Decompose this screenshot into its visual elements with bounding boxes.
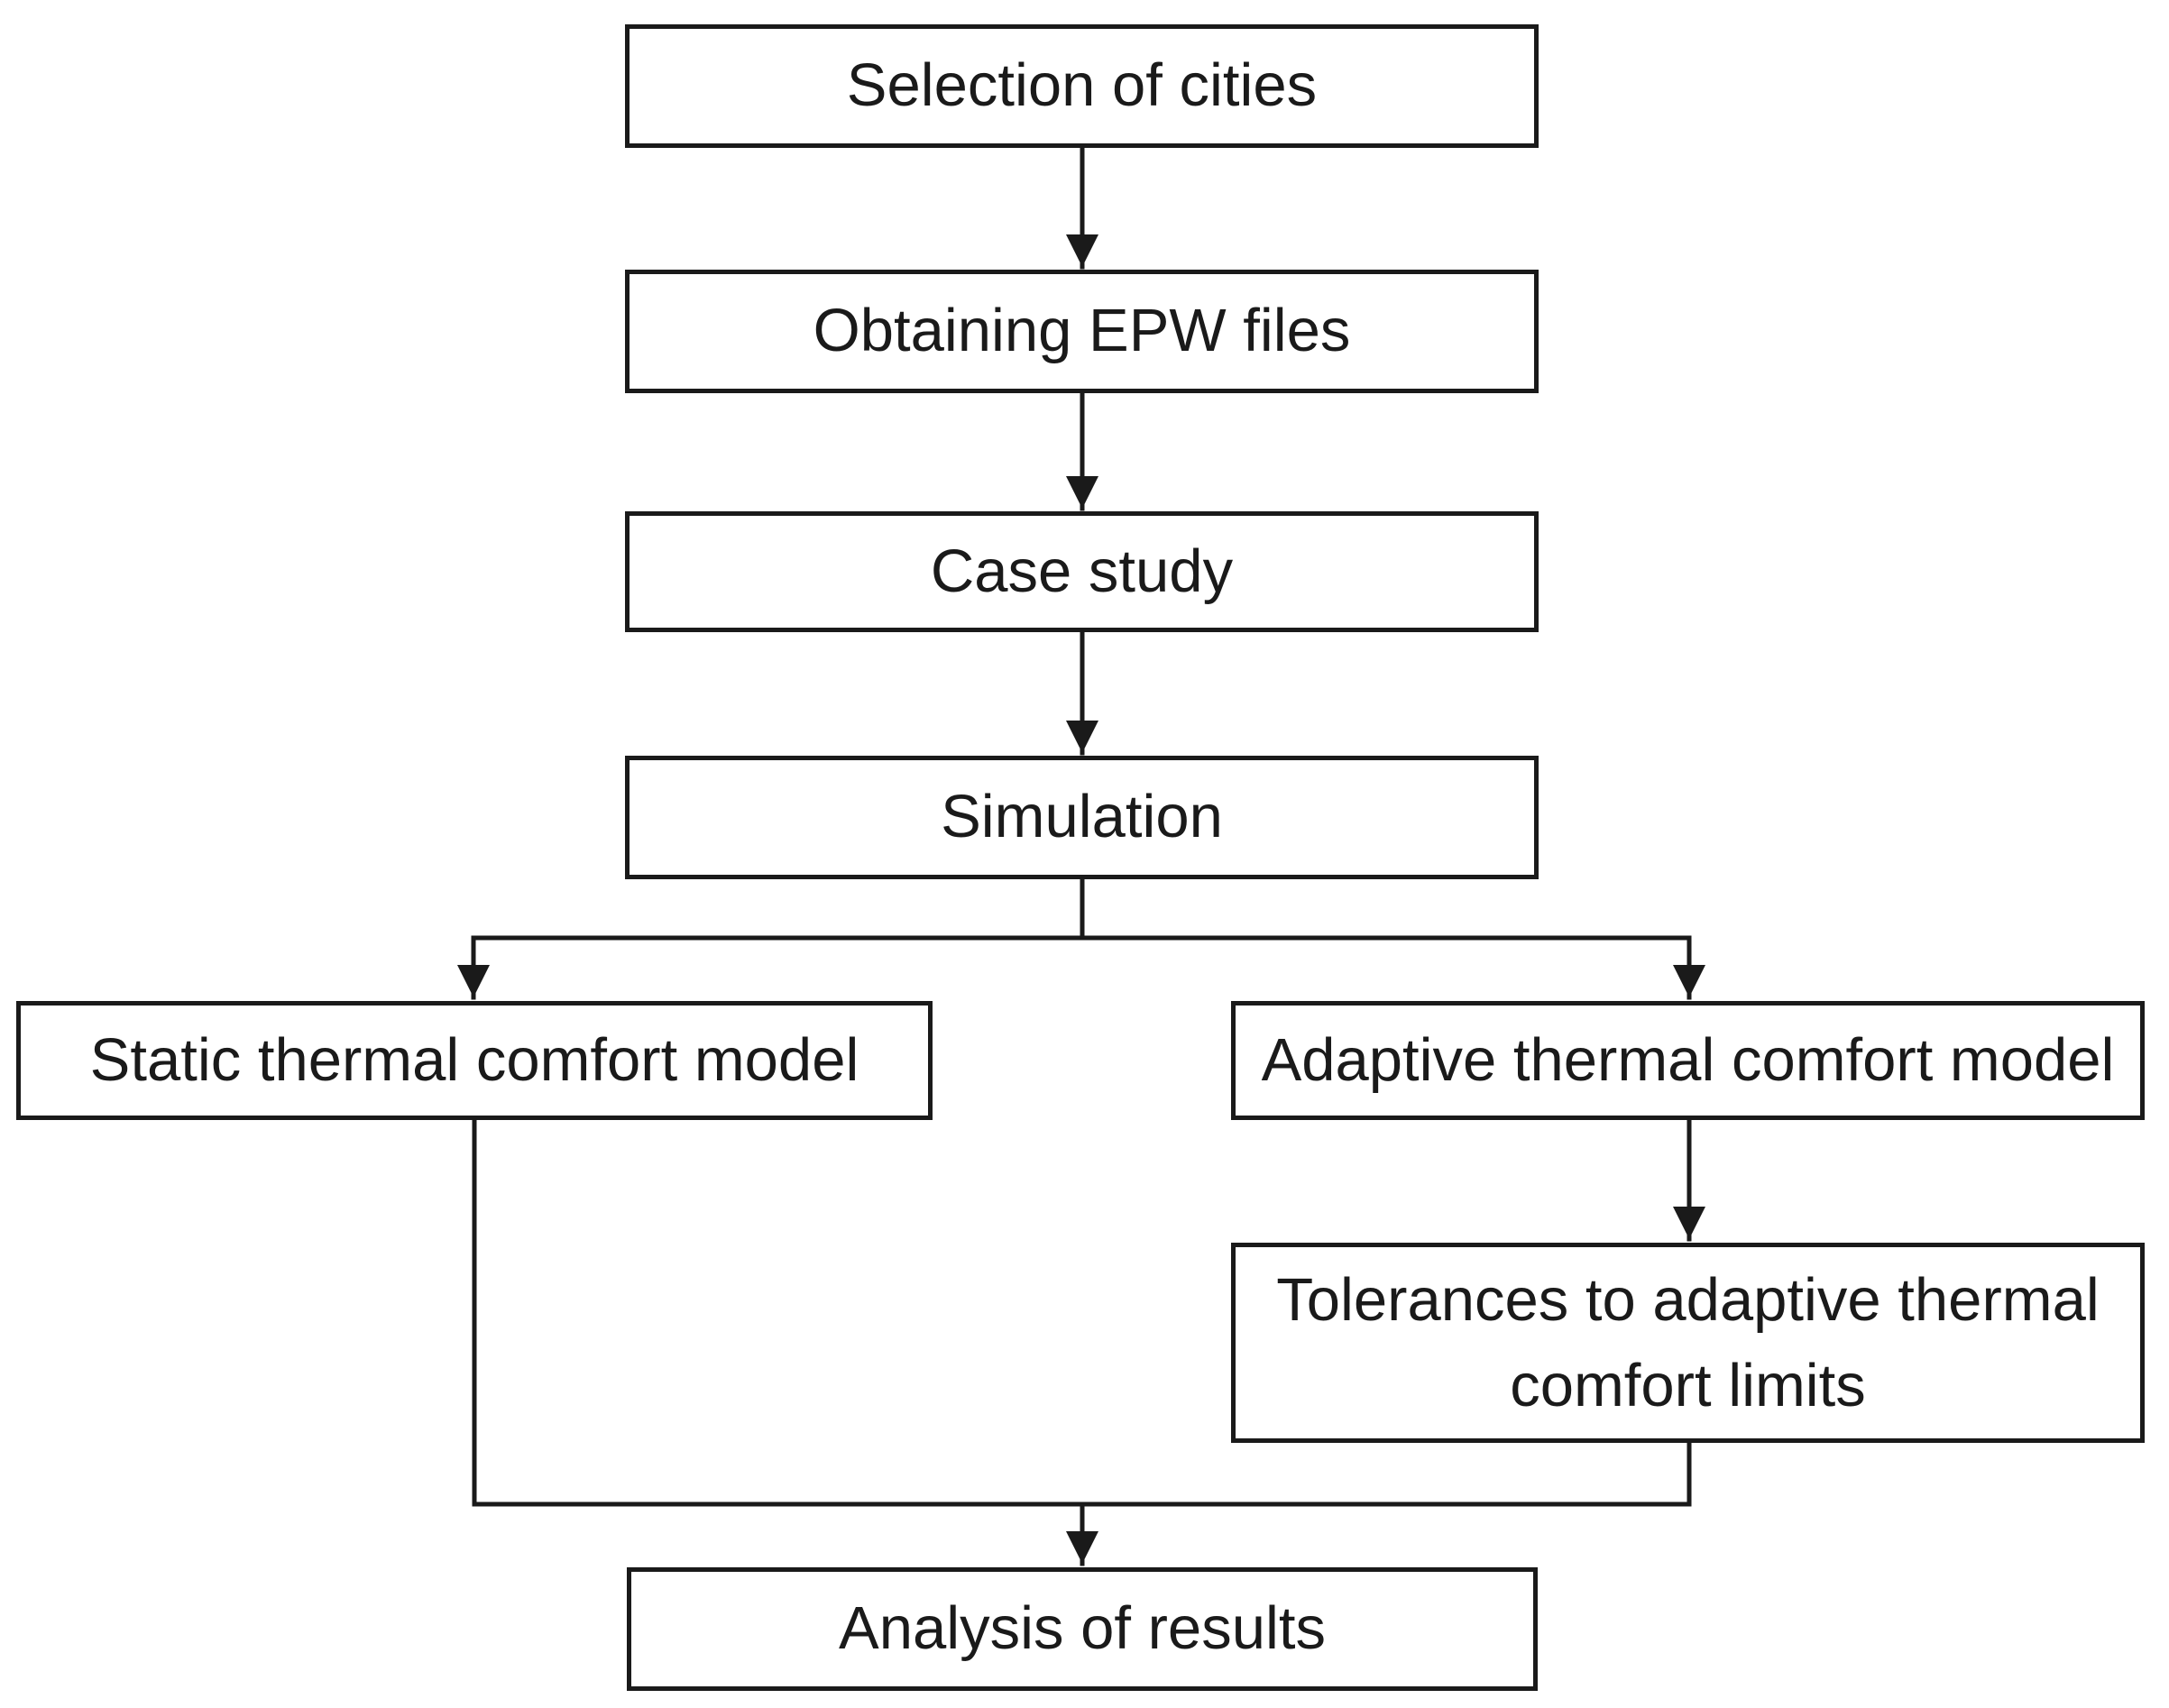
node-selection-of-cities: Selection of cities: [625, 24, 1539, 148]
node-static-thermal-comfort-model-label: Static thermal comfort model: [89, 1025, 859, 1094]
node-tolerances-line2: comfort limits: [1510, 1352, 1866, 1419]
node-adaptive-thermal-comfort-model: Adaptive thermal comfort model: [1231, 1001, 2145, 1120]
node-case-study-label: Case study: [930, 537, 1234, 605]
node-analysis-of-results: Analysis of results: [627, 1567, 1538, 1691]
node-simulation: Simulation: [625, 756, 1539, 879]
node-simulation-label: Simulation: [941, 783, 1223, 851]
node-static-thermal-comfort-model: Static thermal comfort model: [16, 1001, 933, 1120]
branch-line-simulation: [471, 877, 1692, 941]
node-adaptive-thermal-comfort-model-label: Adaptive thermal comfort model: [1261, 1025, 2115, 1094]
node-case-study: Case study: [625, 511, 1539, 632]
node-obtaining-epw-files-label: Obtaining EPW files: [813, 297, 1351, 365]
node-tolerances-line1: Tolerances to adaptive thermal: [1276, 1265, 2100, 1334]
node-obtaining-epw-files: Obtaining EPW files: [625, 270, 1539, 393]
node-analysis-of-results-label: Analysis of results: [839, 1594, 1326, 1663]
node-selection-of-cities-label: Selection of cities: [846, 51, 1318, 120]
node-tolerances-to-adaptive-limits: Tolerances to adaptive thermal comfort l…: [1231, 1243, 2145, 1443]
